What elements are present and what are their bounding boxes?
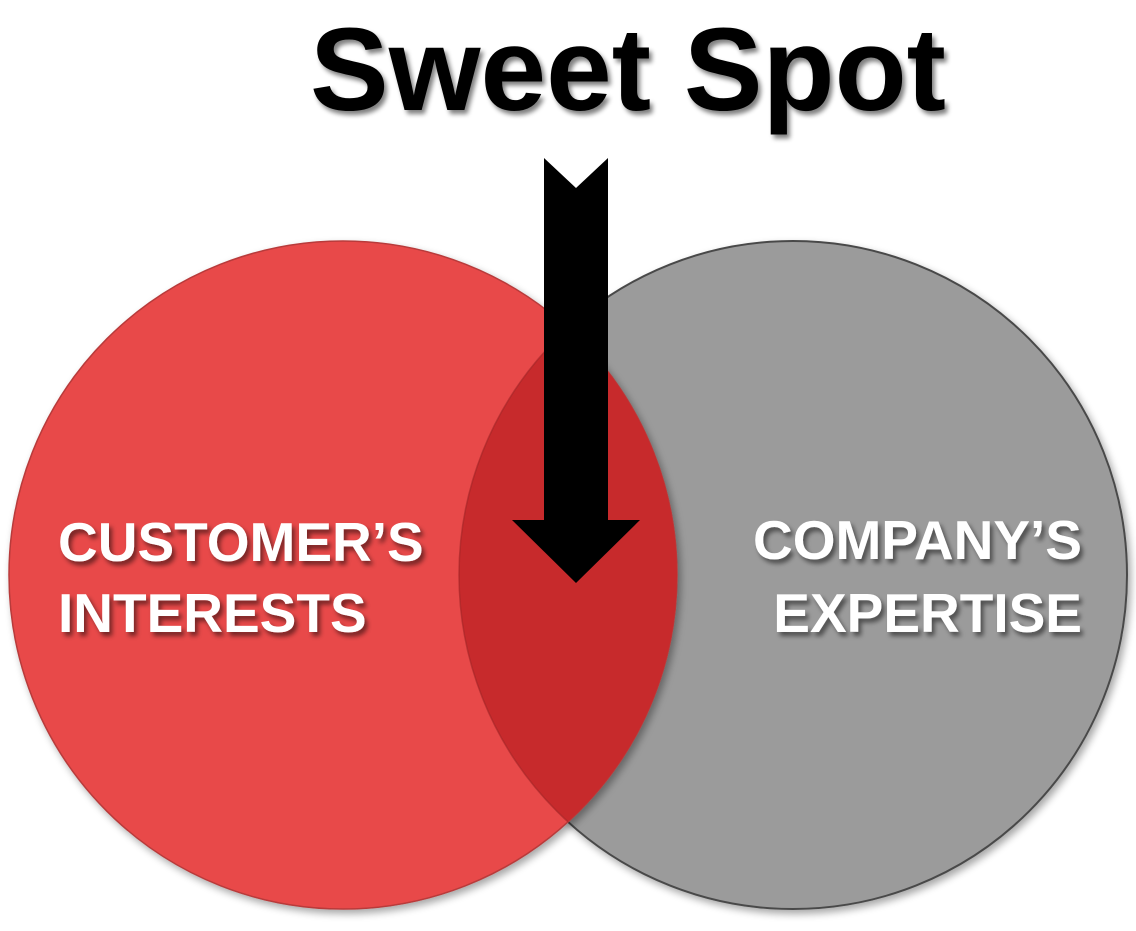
down-arrow-icon bbox=[512, 158, 640, 583]
customer-interests-label-line1: CUSTOMER’S bbox=[58, 511, 424, 573]
company-expertise-label-line2: EXPERTISE bbox=[773, 582, 1082, 644]
sweet-spot-overlap bbox=[459, 241, 677, 909]
customer-interests-label-line2: INTERESTS bbox=[58, 582, 367, 644]
page-title: Sweet Spot bbox=[310, 4, 946, 136]
company-expertise-label-line1: COMPANY’S bbox=[753, 509, 1082, 571]
overlap-outline bbox=[458, 241, 677, 909]
